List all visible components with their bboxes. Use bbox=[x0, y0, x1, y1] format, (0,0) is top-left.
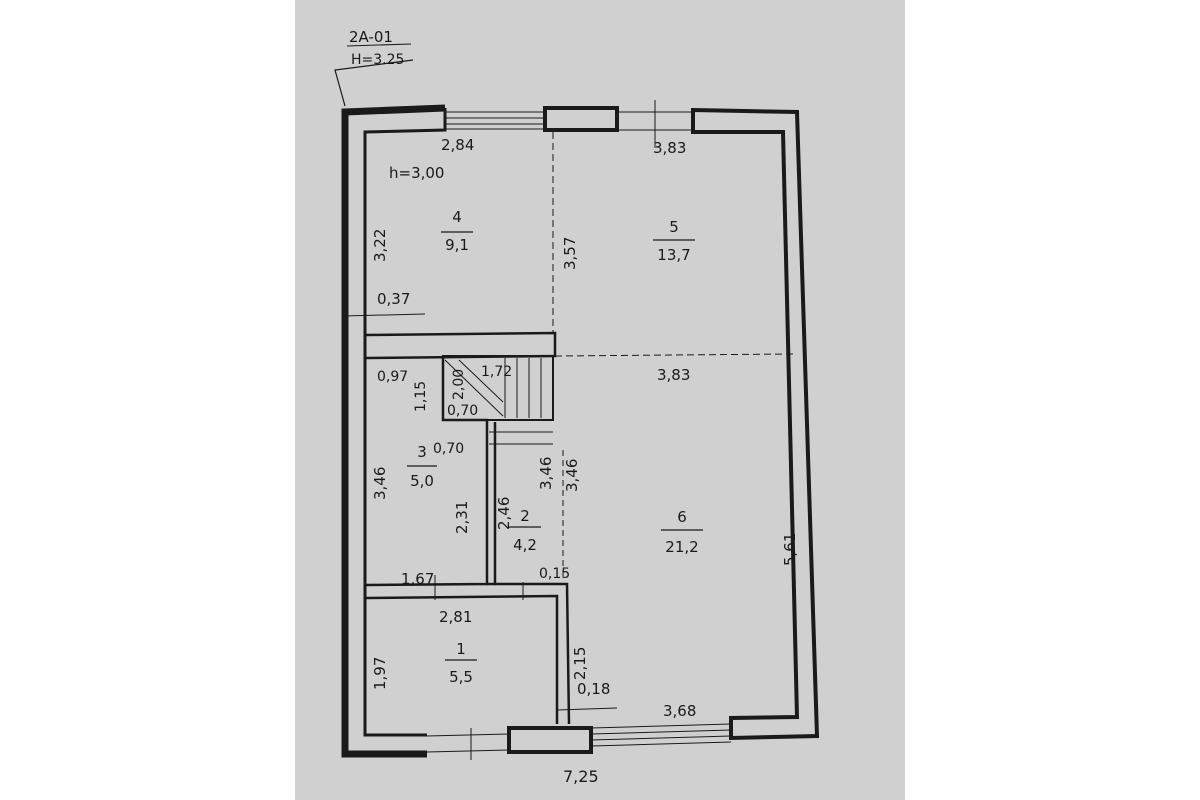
dim-1-97: 1,97 bbox=[371, 657, 389, 690]
dim-1-72: 1,72 bbox=[481, 364, 512, 380]
partition-hall bbox=[364, 594, 559, 724]
room-4-area: 9,1 bbox=[445, 236, 469, 254]
room-3-number: 3 bbox=[417, 443, 427, 461]
partition-stair-top bbox=[364, 331, 557, 360]
outer-wall-left bbox=[341, 104, 446, 758]
room-1-area: 5,5 bbox=[449, 668, 473, 686]
dim-0-37: 0,37 bbox=[377, 290, 410, 308]
dim-3-83-top: 3,83 bbox=[653, 139, 686, 157]
dim-2-46: 2,46 bbox=[495, 497, 513, 530]
room-5-number: 5 bbox=[669, 218, 679, 236]
room-4-number: 4 bbox=[452, 208, 462, 226]
room-6-number: 6 bbox=[677, 508, 687, 526]
bottom-wall-pier bbox=[507, 726, 593, 754]
outer-wall-left-inner bbox=[363, 108, 447, 737]
window-top-left bbox=[445, 111, 545, 130]
dim-2-15: 2,15 bbox=[571, 647, 589, 680]
room-1-number: 1 bbox=[456, 640, 466, 658]
room-3-area: 5,0 bbox=[410, 472, 434, 490]
top-wall-pier bbox=[543, 106, 619, 132]
dashed-divider-horizontal bbox=[554, 353, 794, 357]
dim-7-25: 7,25 bbox=[563, 767, 599, 786]
dim-0-15: 0,15 bbox=[539, 566, 570, 582]
header-underline bbox=[346, 43, 412, 47]
dim-0-70-stair: 0,70 bbox=[447, 403, 478, 419]
dim-0-97: 0,97 bbox=[377, 369, 408, 385]
dim-3-46-left: 3,46 bbox=[371, 467, 389, 500]
drawing-height: H=3.25 bbox=[351, 52, 404, 68]
dim-3-46-a: 3,46 bbox=[537, 457, 555, 490]
room-2-number: 2 bbox=[520, 507, 530, 525]
dim-3-22: 3,22 bbox=[371, 229, 389, 262]
room-6-area: 21,2 bbox=[665, 538, 698, 556]
room-2-area: 4,2 bbox=[513, 536, 537, 554]
room-5-area: 13,7 bbox=[657, 246, 690, 264]
dim-3-46-b: 3,46 bbox=[563, 459, 581, 492]
dim-3-57: 3,57 bbox=[561, 237, 579, 270]
dim-5-61: 5,61 bbox=[781, 533, 799, 566]
dim-1-15: 1,15 bbox=[413, 381, 429, 412]
dim-0-70: 0,70 bbox=[433, 441, 464, 457]
window-bottom-left bbox=[426, 733, 510, 753]
room-height-label: h=3,00 bbox=[389, 164, 444, 182]
dim-2-00: 2,00 bbox=[451, 369, 467, 400]
window-bottom bbox=[590, 723, 732, 747]
staircase-treads bbox=[444, 358, 553, 445]
floor-plan: 2A-01 H=3.25 h=3,00 4 9,1 5 13,7 3 5,0 2… bbox=[334, 28, 820, 786]
drawing-code: 2A-01 bbox=[349, 28, 393, 46]
plan-sheet: 2A-01 H=3.25 h=3,00 4 9,1 5 13,7 3 5,0 2… bbox=[295, 0, 905, 800]
header-leader-line bbox=[334, 59, 414, 107]
dimension-ticks bbox=[342, 100, 656, 760]
outer-wall-right bbox=[691, 107, 820, 741]
dim-2-81: 2,81 bbox=[439, 608, 472, 626]
dim-0-18: 0,18 bbox=[577, 680, 610, 698]
dim-2-31: 2,31 bbox=[453, 501, 471, 534]
dim-1-67: 1,67 bbox=[401, 570, 434, 588]
dim-3-83-mid: 3,83 bbox=[657, 366, 690, 384]
dim-2-84: 2,84 bbox=[441, 136, 474, 154]
dim-3-68: 3,68 bbox=[663, 702, 696, 720]
partition-hall-right bbox=[495, 582, 571, 725]
